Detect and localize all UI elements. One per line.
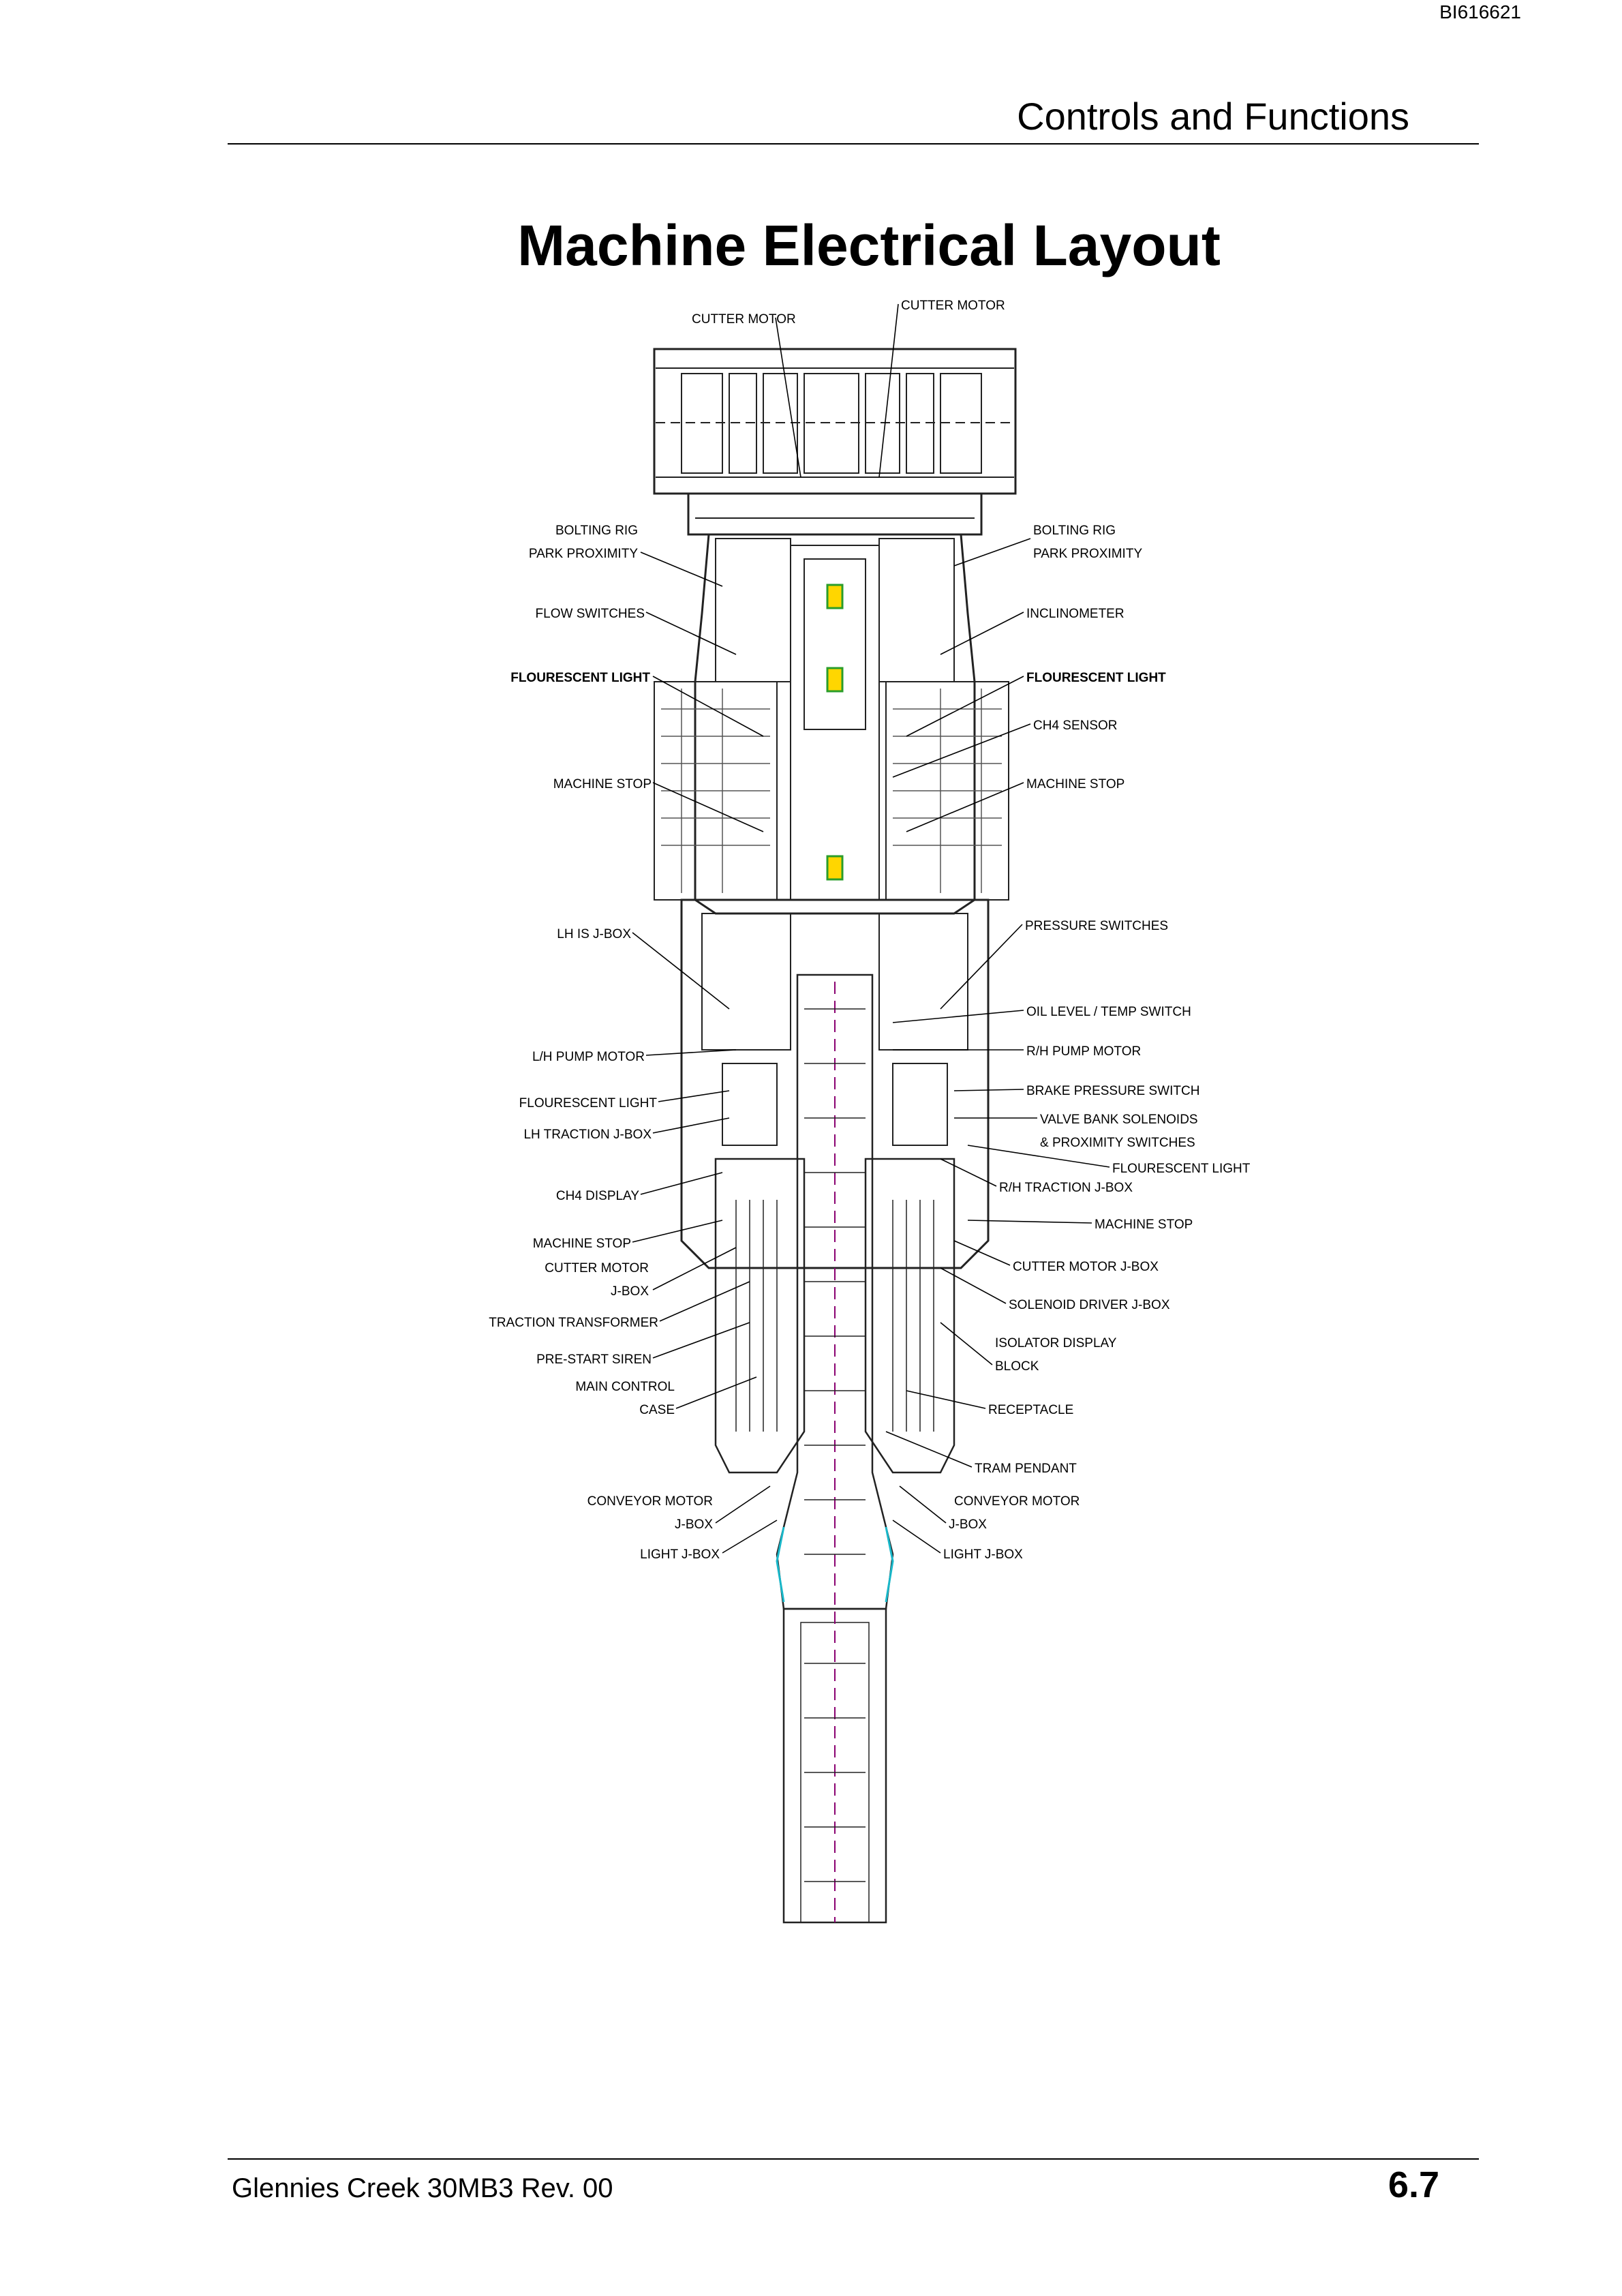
label-main-control-line2: CASE xyxy=(639,1403,675,1417)
label-cutter-motor-right: CUTTER MOTOR xyxy=(901,299,1005,313)
label-machine-stop-right-lower: MACHINE STOP xyxy=(1095,1218,1193,1232)
label-brake-pressure-switch: BRAKE PRESSURE SWITCH xyxy=(1026,1084,1199,1098)
leader-lines xyxy=(632,303,1110,1554)
label-conveyor-motor-right-line1: CONVEYOR MOTOR xyxy=(954,1494,1080,1509)
label-machine-stop-left: MACHINE STOP xyxy=(553,777,652,791)
label-pre-start-siren: PRE-START SIREN xyxy=(536,1353,652,1367)
label-flow-switches: FLOW SWITCHES xyxy=(536,607,645,621)
label-tram-pendant: TRAM PENDANT xyxy=(975,1462,1077,1476)
cutter-drum xyxy=(653,348,1017,495)
label-lh-pump-motor: L/H PUMP MOTOR xyxy=(532,1050,645,1064)
label-conveyor-motor-left-line2: J-BOX xyxy=(675,1517,713,1532)
right-crawler xyxy=(864,1158,955,1474)
warning-marker xyxy=(826,855,844,881)
label-bolting-rig-left-line2: PARK PROXIMITY xyxy=(529,547,638,561)
label-isolator-display-line2: BLOCK xyxy=(995,1359,1039,1374)
label-rh-pump-motor: R/H PUMP MOTOR xyxy=(1026,1044,1141,1059)
label-ch4-display: CH4 DISPLAY xyxy=(556,1189,639,1203)
label-lh-traction-jbox: LH TRACTION J-BOX xyxy=(523,1128,652,1142)
label-rh-traction-jbox: R/H TRACTION J-BOX xyxy=(999,1181,1133,1195)
warning-marker xyxy=(826,667,844,693)
label-conveyor-motor-right-line2: J-BOX xyxy=(949,1517,987,1532)
machine-drawing xyxy=(653,348,1017,1924)
label-fluorescent-light-left: FLOURESCENT LIGHT xyxy=(510,671,650,685)
label-conveyor-motor-left-line1: CONVEYOR MOTOR xyxy=(587,1494,713,1509)
label-light-jbox-left: LIGHT J-BOX xyxy=(640,1547,720,1562)
footer-document-reference: Glennies Creek 30MB3 Rev. 00 xyxy=(232,2173,613,2203)
label-traction-transformer: TRACTION TRANSFORMER xyxy=(489,1316,658,1330)
label-bolting-rig-right-line1: BOLTING RIG xyxy=(1033,524,1116,538)
label-oil-level-temp-switch: OIL LEVEL / TEMP SWITCH xyxy=(1026,1005,1191,1019)
label-fluorescent-light-right-lower: FLOURESCENT LIGHT xyxy=(1112,1162,1251,1176)
label-machine-stop-left-lower: MACHINE STOP xyxy=(533,1237,631,1251)
label-bolting-rig-right-line2: PARK PROXIMITY xyxy=(1033,547,1142,561)
page-number: 6.7 xyxy=(1388,2164,1439,2205)
section-title: Controls and Functions xyxy=(1017,95,1409,138)
mid-body xyxy=(680,898,990,1269)
label-cutter-motor-jbox-left-line2: J-BOX xyxy=(611,1284,649,1299)
label-pressure-switches: PRESSURE SWITCHES xyxy=(1025,919,1168,933)
label-lh-is-jbox: LH IS J-BOX xyxy=(557,927,631,941)
left-crawler xyxy=(714,1158,806,1474)
label-main-control-line1: MAIN CONTROL xyxy=(575,1380,675,1394)
document-id: BI616621 xyxy=(1439,1,1521,22)
label-ch4-sensor: CH4 SENSOR xyxy=(1033,719,1118,733)
footer-divider xyxy=(228,2158,1479,2160)
label-solenoid-driver-jbox: SOLENOID DRIVER J-BOX xyxy=(1009,1298,1170,1312)
label-inclinometer: INCLINOMETER xyxy=(1026,607,1124,621)
label-valve-bank-line1: VALVE BANK SOLENOIDS xyxy=(1040,1113,1198,1127)
label-isolator-display-line1: ISOLATOR DISPLAY xyxy=(995,1336,1117,1350)
callout-labels: CUTTER MOTOR CUTTER MOTOR BOLTING RIG PA… xyxy=(489,299,1251,1562)
label-bolting-rig-left-line1: BOLTING RIG xyxy=(555,524,638,538)
header-divider xyxy=(228,143,1479,145)
label-machine-stop-right: MACHINE STOP xyxy=(1026,777,1124,791)
label-cutter-motor-jbox-left-line1: CUTTER MOTOR xyxy=(545,1261,649,1275)
warning-marker xyxy=(826,584,844,609)
label-cutter-motor-left: CUTTER MOTOR xyxy=(692,312,796,327)
label-fluorescent-light-left-lower: FLOURESCENT LIGHT xyxy=(519,1096,658,1111)
boom-head xyxy=(687,492,983,536)
label-light-jbox-right: LIGHT J-BOX xyxy=(943,1547,1023,1562)
label-valve-bank-line2: & PROXIMITY SWITCHES xyxy=(1040,1136,1195,1150)
label-fluorescent-light-right: FLOURESCENT LIGHT xyxy=(1026,671,1166,685)
page-title: Machine Electrical Layout xyxy=(517,213,1221,277)
label-receptacle: RECEPTACLE xyxy=(988,1403,1073,1417)
label-cutter-motor-jbox-right: CUTTER MOTOR J-BOX xyxy=(1013,1260,1159,1274)
